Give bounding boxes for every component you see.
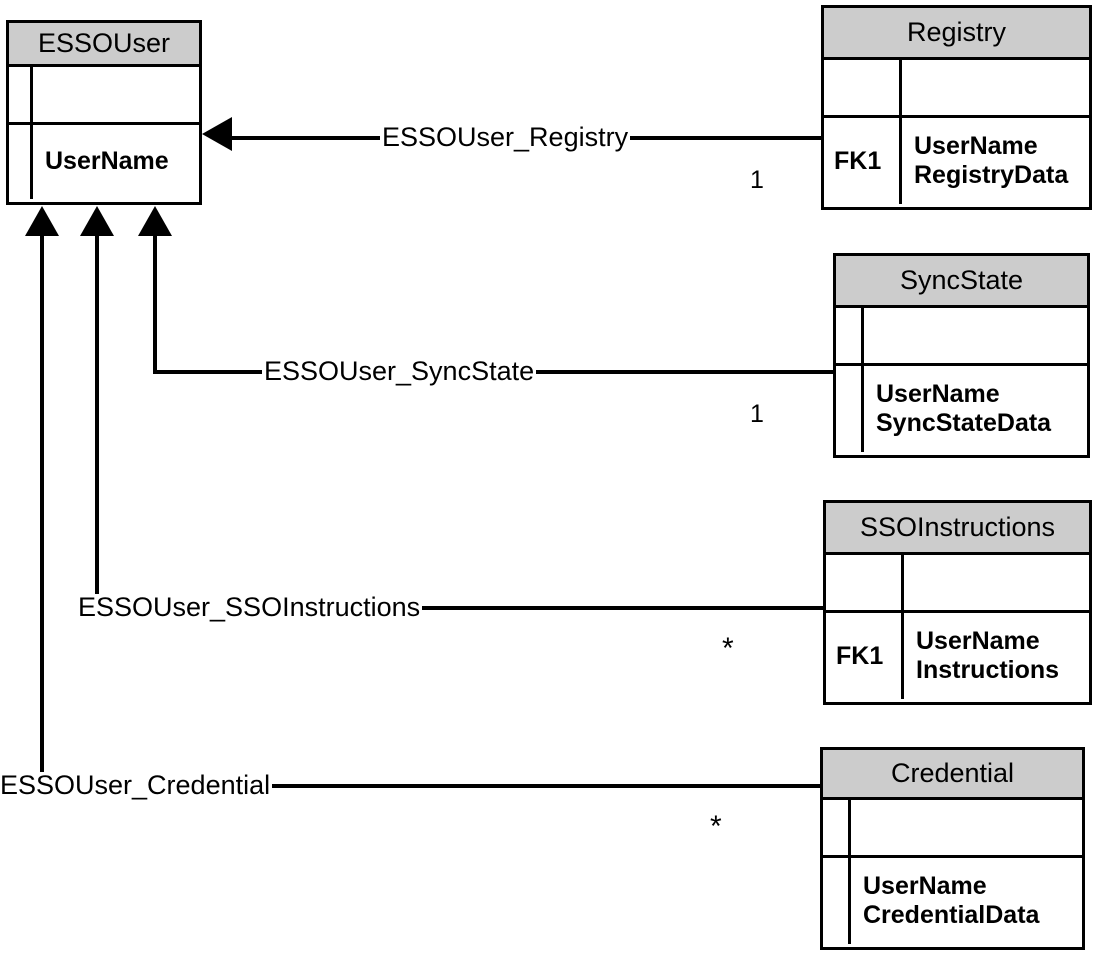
entity-essouser-body: UserName [9,67,199,202]
entity-registry-body: FK1 UserName RegistryData [824,60,1089,207]
entity-ssoinstructions-attributes: UserName Instructions [904,613,1089,699]
entity-syncstate[interactable]: SyncState UserName SyncStateData [833,253,1090,458]
relationship-label-syncstate: ESSOUser_SyncState [262,356,537,386]
relationship-label-ssoinstructions: ESSOUser_SSOInstructions [76,592,423,622]
entity-ssoinstructions-empty-key [826,555,904,610]
entity-registry-key-column: FK1 [824,118,902,204]
entity-essouser[interactable]: ESSOUser UserName [6,20,202,205]
connector-registry-arrowhead [202,117,232,151]
entity-syncstate-attributes: UserName SyncStateData [864,366,1087,452]
entity-credential-body: UserName CredentialData [823,800,1082,947]
entity-syncstate-empty-key [836,308,864,363]
entity-credential-empty-attrs [851,800,1082,855]
entity-credential-empty-row [823,800,1082,858]
entity-registry-attr-0: UserName [914,131,1038,160]
entity-syncstate-attr-row: UserName SyncStateData [836,366,1087,452]
entity-credential-attr-0: UserName [863,871,987,900]
connector-ssoinstructions-vertical [95,236,99,610]
entity-syncstate-attr-0: UserName [876,379,1000,408]
connector-syncstate-vertical [153,236,157,374]
entity-registry-attr-row: FK1 UserName RegistryData [824,118,1089,204]
entity-ssoinstructions-body: FK1 UserName Instructions [826,555,1089,702]
entity-syncstate-body: UserName SyncStateData [836,308,1087,455]
entity-ssoinstructions-key-column: FK1 [826,613,904,699]
entity-credential-title: Credential [823,750,1082,800]
entity-ssoinstructions[interactable]: SSOInstructions FK1 UserName Instruction… [823,500,1092,705]
entity-ssoinstructions-attr-1: Instructions [916,656,1060,684]
cardinality-ssoinstructions: * [722,632,734,665]
entity-essouser-key-column [9,125,33,199]
entity-registry[interactable]: Registry FK1 UserName RegistryData [821,5,1092,210]
entity-registry-empty-row [824,60,1089,118]
entity-essouser-title: ESSOUser [9,23,199,67]
entity-syncstate-title: SyncState [836,256,1087,308]
connector-ssoinstructions-horizontal [95,606,825,610]
entity-syncstate-empty-attrs [864,308,1087,363]
entity-ssoinstructions-attr-row: FK1 UserName Instructions [826,613,1089,699]
entity-registry-attr-1: RegistryData [914,161,1069,189]
cardinality-credential: * [710,810,722,843]
entity-essouser-empty-key [9,67,33,122]
relationship-label-registry: ESSOUser_Registry [380,122,631,152]
entity-ssoinstructions-title: SSOInstructions [826,503,1089,555]
entity-registry-empty-attrs [902,60,1089,115]
entity-credential-attributes: UserName CredentialData [851,858,1082,944]
entity-credential-empty-key [823,800,851,855]
entity-essouser-empty-attrs [33,67,199,122]
cardinality-registry: 1 [750,166,764,194]
entity-registry-attributes: UserName RegistryData [902,118,1089,204]
entity-essouser-attr-row: UserName [9,125,199,199]
cardinality-syncstate: 1 [750,400,764,428]
connector-syncstate-arrowhead [138,206,172,236]
entity-credential-attr-1: CredentialData [863,901,1040,929]
entity-credential[interactable]: Credential UserName CredentialData [820,747,1085,950]
connector-ssoinstructions-arrowhead [80,206,114,236]
entity-essouser-attr-0: UserName [45,147,169,176]
entity-essouser-attributes: UserName [33,125,199,199]
entity-registry-title: Registry [824,8,1089,60]
connector-credential-vertical [40,236,44,788]
entity-ssoinstructions-empty-attrs [904,555,1089,610]
connector-credential-arrowhead [25,206,59,236]
entity-ssoinstructions-attr-0: UserName [916,626,1040,655]
entity-credential-key-column [823,858,851,944]
connector-credential-horizontal [40,784,822,788]
entity-syncstate-key-column [836,366,864,452]
relationship-label-credential: ESSOUser_Credential [0,770,273,800]
entity-essouser-empty-row [9,67,199,125]
entity-syncstate-empty-row [836,308,1087,366]
entity-credential-attr-row: UserName CredentialData [823,858,1082,944]
entity-registry-empty-key [824,60,902,115]
entity-syncstate-attr-1: SyncStateData [876,409,1052,437]
entity-ssoinstructions-empty-row [826,555,1089,613]
